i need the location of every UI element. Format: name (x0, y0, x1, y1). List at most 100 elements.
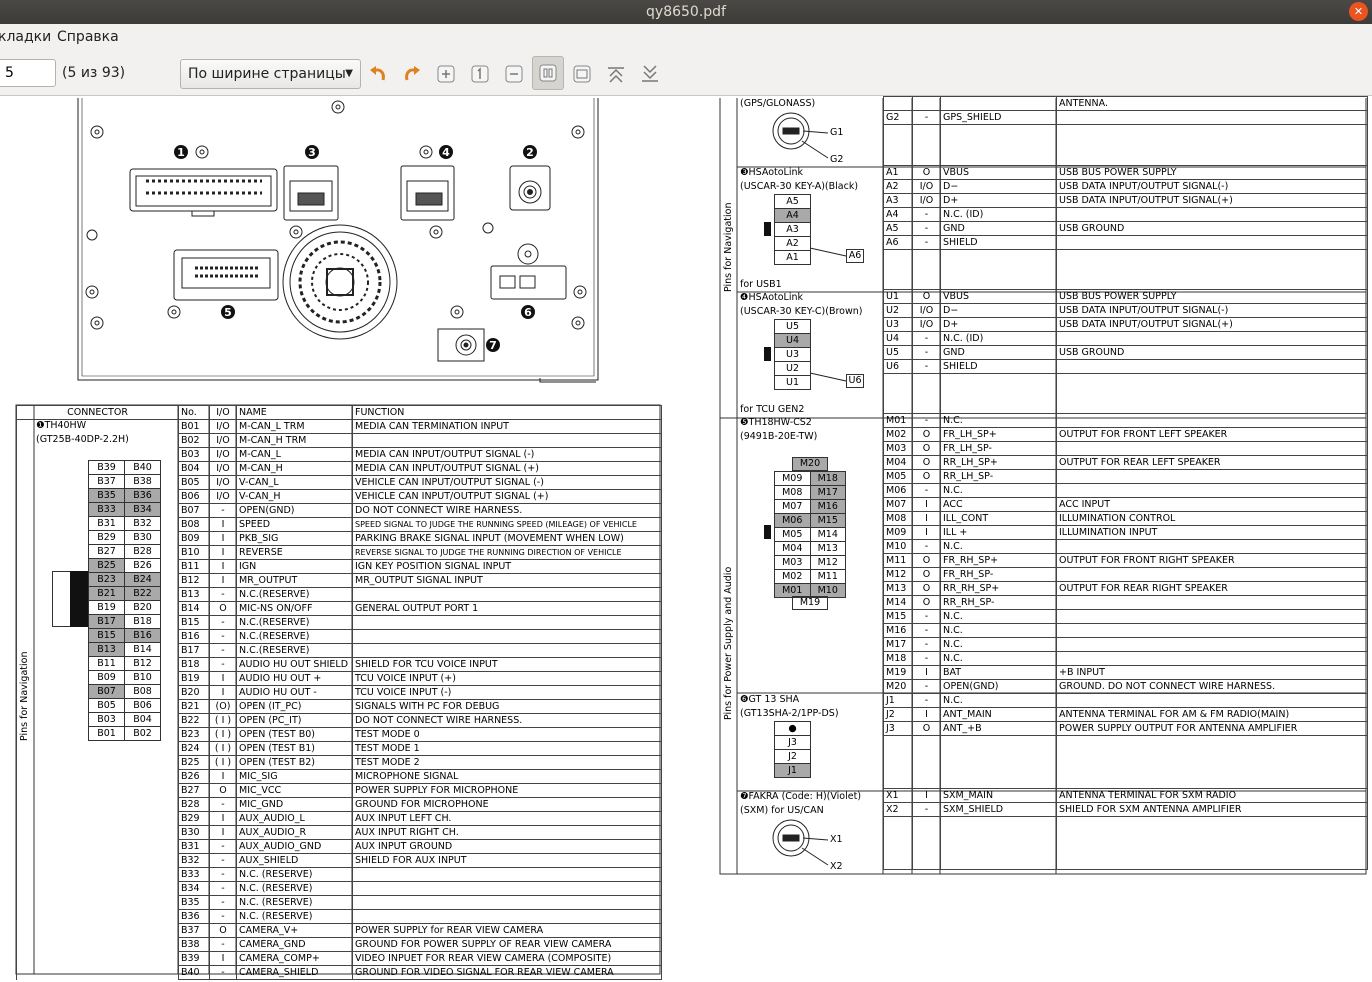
pin-cell: B34 (124, 502, 161, 517)
pin-cell: M09 (774, 471, 811, 486)
pin-cell: B04 (124, 712, 161, 727)
pin-no: M08 (883, 511, 913, 526)
pin-no: M03 (883, 441, 913, 456)
diagram-label-3: 3 (308, 146, 316, 159)
pin-cell: M12 (809, 555, 846, 570)
rotate-right-icon[interactable] (399, 61, 425, 87)
pin-no: M11 (883, 553, 913, 568)
pin-cell: B40 (124, 460, 161, 475)
pin-name: ILL + (940, 525, 1057, 540)
empty-cell (912, 373, 941, 414)
diagram-label-7: 7 (489, 339, 497, 352)
pin-name: RR_LH_SP+ (940, 455, 1057, 470)
pin-name: N.C. (ID) (940, 331, 1057, 346)
pin-no: B33 (178, 867, 210, 882)
th18-part: (9491B-20E-TW) (740, 431, 818, 442)
pin-function: ANTENNA TERMINAL FOR SXM RADIO (1056, 788, 1368, 803)
pin-no: B13 (178, 587, 210, 602)
pin-function: USB DATA INPUT/OUTPUT SIGNAL(-) (1056, 303, 1368, 318)
first-page-icon[interactable] (467, 61, 493, 87)
pin-no: B25 (178, 755, 210, 770)
dual-page-icon[interactable] (569, 61, 595, 87)
pin-no: U3 (883, 317, 913, 332)
usb1-footer: for USB1 (740, 279, 782, 290)
pin-name: D+ (940, 317, 1057, 332)
menubar: кладки Справка (0, 24, 1372, 52)
pin-io: - (209, 587, 237, 602)
pin-no: A6 (883, 235, 913, 250)
pin-cell: B03 (88, 712, 125, 727)
pin-cell: B36 (124, 488, 161, 503)
pin-name: AUDIO HU OUT - (236, 685, 353, 700)
zoom-in-icon[interactable] (433, 61, 459, 87)
pin-function: +B INPUT (1056, 665, 1368, 680)
table-row: M18-N.C. (883, 651, 1368, 666)
pin-name: OPEN (TEST B2) (236, 755, 353, 770)
pin-no: J3 (883, 721, 913, 736)
diagram-label-1: 1 (177, 146, 185, 159)
pin-io (912, 96, 941, 111)
pin-cell: B30 (124, 530, 161, 545)
zoom-select[interactable]: По ширине страницы▼ (180, 59, 361, 89)
pin-io: - (912, 331, 941, 346)
rotate-left-icon[interactable] (365, 61, 391, 87)
pin-io: I (912, 511, 941, 526)
zoom-out-icon[interactable] (501, 61, 527, 87)
pin-no: M15 (883, 609, 913, 624)
pin-no: M19 (883, 665, 913, 680)
spacer-row (883, 816, 1368, 870)
pin-cell: B38 (124, 474, 161, 489)
pin-no: M02 (883, 427, 913, 442)
pin-io: - (209, 853, 237, 868)
pin-no: B03 (178, 447, 210, 462)
spacer-row (883, 124, 1368, 166)
connector-key (70, 571, 88, 627)
menu-help[interactable]: Справка (57, 29, 119, 45)
pin-name: GPS_SHIELD (940, 110, 1057, 125)
menu-bookmarks[interactable]: кладки (0, 29, 52, 45)
pin-function (352, 587, 662, 602)
pin-name: N.C.(RESERVE) (236, 615, 353, 630)
pin-cell: B10 (124, 670, 161, 685)
pin-cell: A3 (774, 222, 811, 237)
fit-down-icon[interactable] (637, 61, 663, 87)
pin-no: B26 (178, 769, 210, 784)
pin-name: RR_LH_SP- (940, 469, 1057, 484)
pin-function: SPEED SIGNAL TO JUDGE THE RUNNING SPEED … (352, 517, 662, 532)
pin-no: A4 (883, 207, 913, 222)
pin-function (1056, 413, 1368, 428)
pin-no: B02 (178, 433, 210, 448)
pin-name: M-CAN_L (236, 447, 353, 462)
empty-cell (940, 124, 1057, 166)
pin-no: U6 (883, 359, 913, 374)
pin-cell: B21 (88, 586, 125, 601)
pin-io: O (912, 567, 941, 582)
pin-cell: B29 (88, 530, 125, 545)
page-number-input[interactable] (0, 59, 56, 87)
pin-cell: B05 (88, 698, 125, 713)
table-row: G2-GPS_SHIELD (883, 110, 1368, 125)
pin-function: OUTPUT FOR FRONT LEFT SPEAKER (1056, 427, 1368, 442)
fit-up-icon[interactable] (603, 61, 629, 87)
page-count: (5 из 93) (62, 65, 126, 81)
table-row: B25( I )OPEN (TEST B2)TEST MODE 2 (16, 755, 662, 770)
close-window-button[interactable]: ✕ (1349, 2, 1368, 21)
pin-io: O (912, 553, 941, 568)
pin-name: OPEN (TEST B1) (236, 741, 353, 756)
header-name: NAME (236, 405, 353, 420)
pin-io: I (912, 497, 941, 512)
pin-no: B29 (178, 811, 210, 826)
continuous-mode-icon[interactable] (532, 56, 564, 90)
pin-no: B15 (178, 615, 210, 630)
